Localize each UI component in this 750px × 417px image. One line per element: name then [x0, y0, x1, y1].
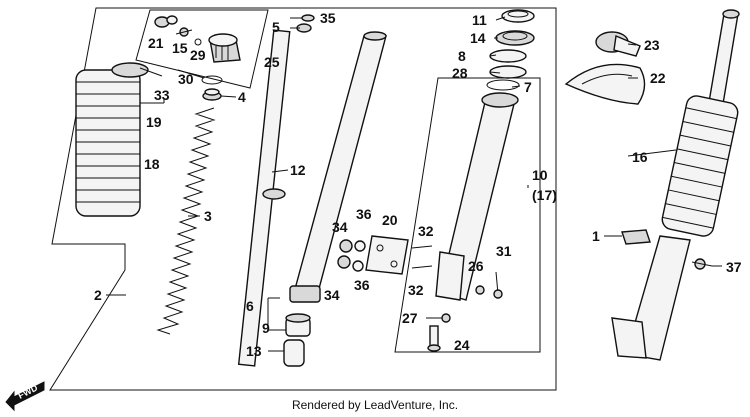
callout-24: 24 [454, 337, 470, 353]
bolt-26 [475, 285, 485, 295]
callout-16: 16 [632, 149, 648, 165]
washer-36b [352, 260, 364, 272]
back-up-ring-28 [489, 65, 527, 79]
fork-protector-22 [564, 63, 646, 105]
callout-1: 1 [592, 228, 600, 244]
callout-26: 26 [468, 258, 484, 274]
callout-31: 31 [496, 243, 512, 259]
nut-34b [337, 255, 351, 269]
leader-lines [106, 16, 722, 352]
guide-bushing-6 [289, 285, 321, 303]
nut-34a [339, 239, 353, 253]
fork-spring-3 [156, 107, 216, 335]
callout-35: 35 [320, 10, 336, 26]
callout-3: 3 [204, 208, 212, 224]
dust-seal-11 [501, 9, 535, 23]
slide-bushing-8 [489, 49, 527, 63]
callout-4: 4 [238, 89, 246, 105]
valve-bolt-15 [175, 27, 193, 37]
callout-15: 15 [172, 40, 188, 56]
reflector-23 [595, 31, 641, 57]
bolt-37 [691, 258, 713, 270]
assembly-outline [49, 7, 557, 391]
callout-36a: 36 [356, 206, 372, 222]
callout-9: 9 [262, 320, 270, 336]
fork-cap-25 [208, 33, 241, 63]
socket-bolt-24 [427, 325, 441, 352]
dust-boot-18 [75, 69, 141, 217]
callout-36b: 36 [354, 277, 370, 293]
fork-assembly-complete [611, 9, 740, 361]
callout-18: 18 [144, 156, 160, 172]
air-valve-21 [154, 15, 178, 28]
callout-5: 5 [272, 19, 280, 35]
stud-bolt-32a [411, 245, 433, 249]
callout-labels: 1 2 3 4 5 6 7 8 9 10 (17) 11 12 13 14 15… [94, 10, 742, 359]
oil-seal-9 [285, 313, 311, 337]
callout-37: 37 [726, 259, 742, 275]
valve-oring-29 [194, 38, 202, 46]
callout-30: 30 [178, 71, 194, 87]
callout-12: 12 [290, 162, 306, 178]
oring-30 [201, 75, 223, 85]
drain-bolt-27 [426, 313, 451, 323]
callout-20: 20 [382, 212, 398, 228]
callout-13: 13 [246, 343, 262, 359]
callout-10b: (17) [532, 187, 557, 203]
credit-text: Rendered by LeadVenture, Inc. [291, 398, 459, 412]
washer-36a [354, 240, 366, 252]
callout-2: 2 [94, 287, 102, 303]
boot-clamp-19 [111, 62, 163, 78]
callout-8: 8 [458, 48, 466, 64]
callout-11: 11 [472, 12, 487, 28]
callout-10: 10 [532, 167, 548, 183]
stopper-ring-7 [486, 79, 520, 91]
cable-guide-1 [621, 229, 651, 245]
callout-29: 29 [190, 47, 206, 63]
callout-34b: 34 [324, 287, 340, 303]
axle-holder-20 [365, 235, 409, 275]
callout-34a: 34 [332, 219, 348, 235]
callout-21: 21 [148, 35, 164, 51]
callout-27: 27 [402, 310, 418, 326]
fork-cap-kit-box [135, 9, 269, 89]
callout-22: 22 [650, 70, 666, 86]
callout-6: 6 [246, 298, 254, 314]
callout-33: 33 [154, 87, 170, 103]
oring-5-35 [301, 14, 315, 22]
fork-pipe-12 [237, 23, 312, 367]
callout-25: 25 [264, 54, 280, 70]
callout-7: 7 [524, 79, 532, 95]
callout-14: 14 [470, 30, 486, 46]
callout-32b: 32 [408, 282, 424, 298]
callout-28: 28 [452, 65, 468, 81]
callout-32a: 32 [418, 223, 434, 239]
oil-seal-14 [495, 30, 535, 46]
bolt-31 [493, 271, 503, 299]
spring-seat-4 [202, 88, 222, 101]
oil-lock-piece-13 [283, 339, 305, 367]
callout-23: 23 [644, 37, 660, 53]
stud-bolt-32b [411, 265, 433, 269]
callout-19: 19 [146, 114, 162, 130]
outer-tube-10 [435, 92, 519, 301]
